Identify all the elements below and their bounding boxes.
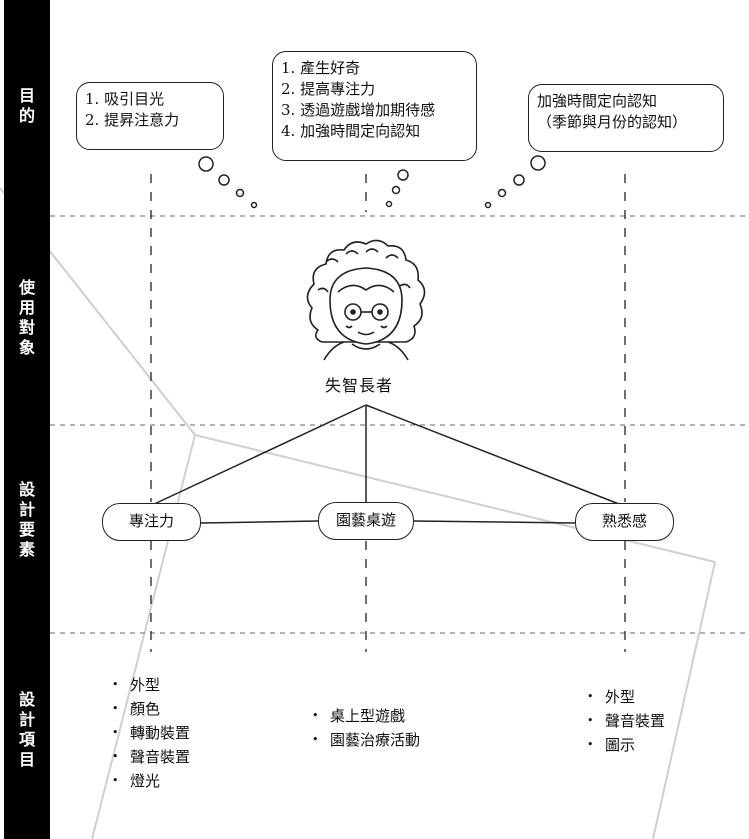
element-node-garden-boardgame: 園藝桌遊 — [318, 502, 414, 540]
sidebar: 目的 使用 對象 設計 要素 設計 項目 — [4, 0, 50, 839]
list-item: 轉動裝置 — [112, 721, 190, 745]
sidebar-label-design-elements: 設計 要素 — [18, 480, 35, 559]
purpose-bubble-right: 加強時間定向認知 （季節與月份的認知） — [528, 84, 724, 152]
list-item: 聲音裝置 — [587, 709, 665, 733]
purpose-left-line: 1. 吸引目光 — [85, 90, 165, 108]
items-list-center: 桌上型遊戲 園藝治療活動 — [312, 704, 420, 752]
purpose-right-line: （季節與月份的認知） — [537, 113, 688, 131]
column-dividers — [150, 174, 626, 652]
connectors — [149, 404, 625, 524]
list-item: 聲音裝置 — [112, 745, 190, 769]
sidebar-label-purpose: 目的 — [18, 86, 35, 125]
list-item: 外型 — [112, 673, 190, 697]
sidebar-label-target-user: 使用 對象 — [18, 278, 35, 357]
elderly-woman-icon — [306, 239, 426, 361]
purpose-bubble-left: 1. 吸引目光 2. 提昇注意力 — [76, 82, 224, 150]
list-item: 圖示 — [587, 733, 665, 757]
thought-dots — [198, 155, 546, 209]
purpose-center-line: 1. 產生好奇 — [281, 59, 361, 77]
items-list-right: 外型 聲音裝置 圖示 — [587, 685, 665, 757]
list-item: 桌上型遊戲 — [312, 704, 420, 728]
list-item: 外型 — [587, 685, 665, 709]
items-list-left: 外型 顏色 轉動裝置 聲音裝置 燈光 — [112, 673, 190, 793]
purpose-center-line: 2. 提高專注力 — [281, 80, 376, 98]
purpose-bubble-center: 1. 產生好奇 2. 提高專注力 3. 透過遊戲增加期待感 4. 加強時間定向認… — [272, 51, 477, 161]
purpose-left-line: 2. 提昇注意力 — [85, 111, 180, 129]
element-node-focus: 專注力 — [102, 503, 201, 541]
list-item: 顏色 — [112, 697, 190, 721]
sidebar-label-design-items: 設計 項目 — [18, 690, 35, 769]
row-dividers — [50, 215, 749, 634]
list-item: 燈光 — [112, 769, 190, 793]
list-item: 園藝治療活動 — [312, 728, 420, 752]
user-label: 失智長者 — [325, 376, 394, 395]
purpose-center-line: 4. 加強時間定向認知 — [281, 122, 421, 140]
purpose-right-line: 加強時間定向認知 — [537, 92, 658, 110]
purpose-center-line: 3. 透過遊戲增加期待感 — [281, 101, 436, 119]
element-node-familiarity: 熟悉感 — [575, 503, 674, 541]
